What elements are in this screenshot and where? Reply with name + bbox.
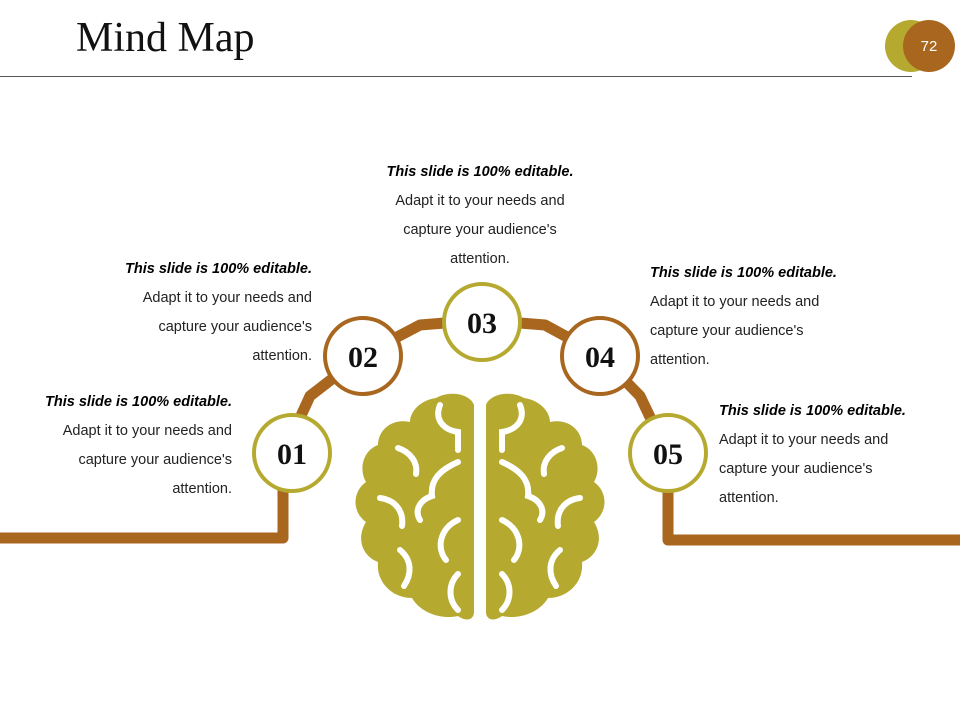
node-body-line: capture your audience's — [403, 222, 557, 238]
node-02-text: This slide is 100% editable. Adapt it to… — [96, 255, 312, 371]
node-heading: This slide is 100% editable. — [719, 403, 906, 419]
node-body-line: attention. — [450, 251, 510, 267]
node-05-text: This slide is 100% editable. Adapt it to… — [719, 397, 949, 513]
node-number: 05 — [653, 438, 683, 471]
node-heading: This slide is 100% editable. — [386, 164, 574, 180]
node-03: 03 — [442, 282, 522, 362]
node-body-line: capture your audience's — [719, 461, 873, 477]
node-05: 05 — [628, 413, 708, 493]
node-body-line: attention. — [252, 348, 312, 364]
node-body-line: attention. — [719, 490, 779, 506]
node-number: 03 — [467, 307, 497, 340]
title-divider — [0, 76, 912, 77]
node-body-line: attention. — [650, 352, 710, 368]
node-01: 01 — [252, 413, 332, 493]
node-body-line: Adapt it to your needs and — [650, 294, 820, 310]
node-number: 04 — [585, 341, 615, 374]
node-number: 01 — [277, 438, 307, 471]
node-body-line: capture your audience's — [650, 323, 804, 339]
node-body-line: Adapt it to your needs and — [395, 193, 565, 209]
brain-icon — [355, 393, 605, 620]
node-heading: This slide is 100% editable. — [45, 394, 232, 410]
node-heading: This slide is 100% editable. — [125, 261, 312, 277]
node-body-line: attention. — [172, 481, 232, 497]
node-04-text: This slide is 100% editable. Adapt it to… — [650, 259, 880, 375]
node-02: 02 — [323, 316, 403, 396]
node-04: 04 — [560, 316, 640, 396]
node-body-line: capture your audience's — [78, 452, 232, 468]
node-body-line: Adapt it to your needs and — [62, 423, 232, 439]
node-01-text: This slide is 100% editable. Adapt it to… — [16, 388, 232, 504]
slide-title: Mind Map — [76, 15, 255, 61]
node-body-line: capture your audience's — [158, 319, 312, 335]
node-body-line: Adapt it to your needs and — [142, 290, 312, 306]
node-number: 02 — [348, 341, 378, 374]
node-body-line: Adapt it to your needs and — [719, 432, 889, 448]
page-number-badge: 72 — [903, 20, 955, 72]
node-03-text: This slide is 100% editable. Adapt it to… — [360, 158, 600, 274]
node-heading: This slide is 100% editable. — [650, 265, 837, 281]
